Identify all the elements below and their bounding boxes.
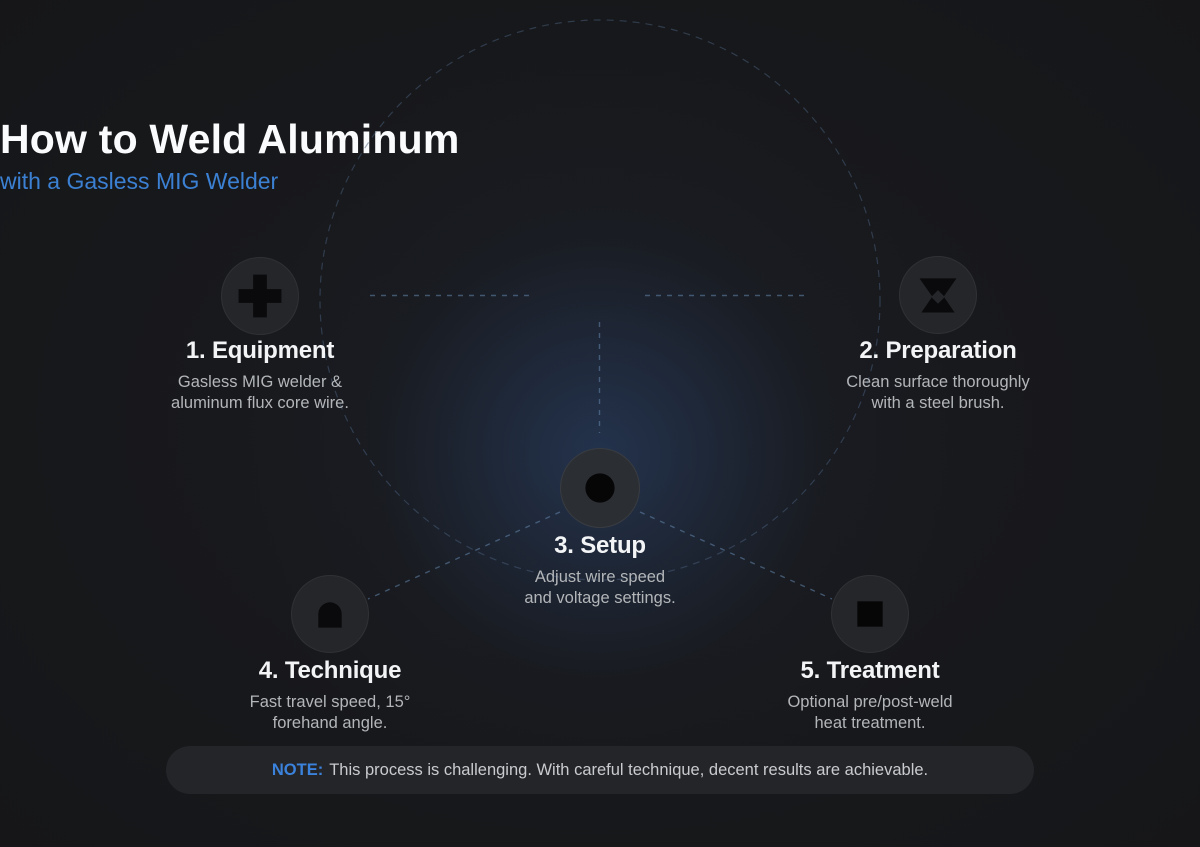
step4-icon-badge (291, 575, 369, 653)
step5-icon-badge (831, 575, 909, 653)
arch-icon (318, 602, 342, 628)
page-subtitle: with a Gasless MIG Welder (0, 168, 279, 194)
note-text: This process is challenging. With carefu… (329, 760, 929, 779)
step5-title: 5. Treatment (800, 657, 940, 684)
connector-step5 (639, 511, 833, 600)
step3-text: 3. Setup Adjust wire speed and voltage s… (460, 532, 740, 609)
step2-description: Clean surface thoroughly with a steel br… (846, 373, 1030, 412)
step1-text: 1. Equipment Gasless MIG welder & alumin… (120, 337, 400, 414)
step3-title: 3. Setup (554, 532, 646, 559)
step4-description: Fast travel speed, 15° forehand angle. (249, 693, 411, 732)
step1-description: Gasless MIG welder & aluminum flux core … (171, 373, 349, 412)
note-banner: NOTE: This process is challenging. With … (166, 746, 1034, 794)
step3-description: Adjust wire speed and voltage settings. (524, 568, 676, 607)
hourglass-icon (919, 278, 957, 313)
step5-text: 5. Treatment Optional pre/post-weld heat… (730, 657, 1010, 734)
step1-title: 1. Equipment (185, 337, 335, 364)
step3-icon-badge (560, 448, 640, 528)
step5-description: Optional pre/post-weld heat treatment. (787, 693, 953, 732)
step4-title: 4. Technique (258, 657, 402, 684)
step1-icon-badge (221, 257, 299, 335)
plus-icon (238, 274, 282, 318)
note-label: NOTE: (271, 760, 324, 779)
square-icon (857, 601, 883, 627)
dot-icon (585, 473, 615, 503)
connector-step4 (367, 511, 561, 600)
step2-text: 2. Preparation Clean surface thoroughly … (798, 337, 1078, 414)
step4-text: 4. Technique Fast travel speed, 15° fore… (190, 657, 470, 734)
dashed-circle (319, 19, 881, 581)
step2-title: 2. Preparation (859, 337, 1017, 364)
step2-icon-badge (899, 256, 977, 334)
